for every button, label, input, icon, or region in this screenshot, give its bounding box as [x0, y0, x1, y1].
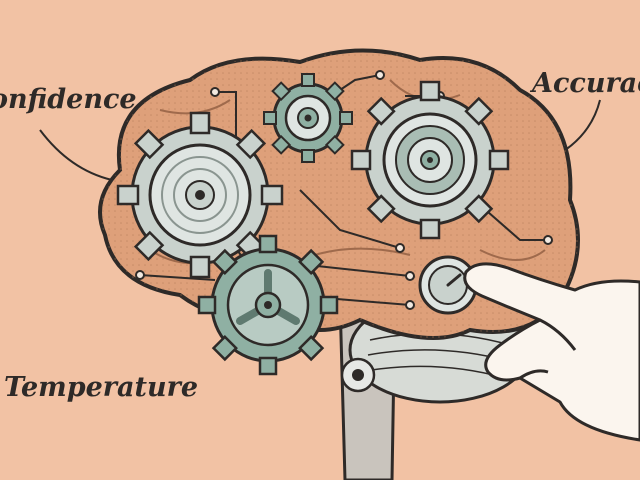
label-accuracy: Accurac [532, 68, 640, 99]
label-confidence: onfidence [0, 84, 137, 115]
dial-knob-icon [340, 357, 376, 393]
confidence-pointer-line [39, 129, 113, 181]
gear-icon [350, 80, 510, 240]
gear-icon [263, 73, 353, 163]
label-temperature: Temperature [4, 372, 199, 403]
gear-icon [197, 234, 339, 376]
hand-icon [463, 262, 640, 442]
gear-icon [116, 111, 284, 279]
